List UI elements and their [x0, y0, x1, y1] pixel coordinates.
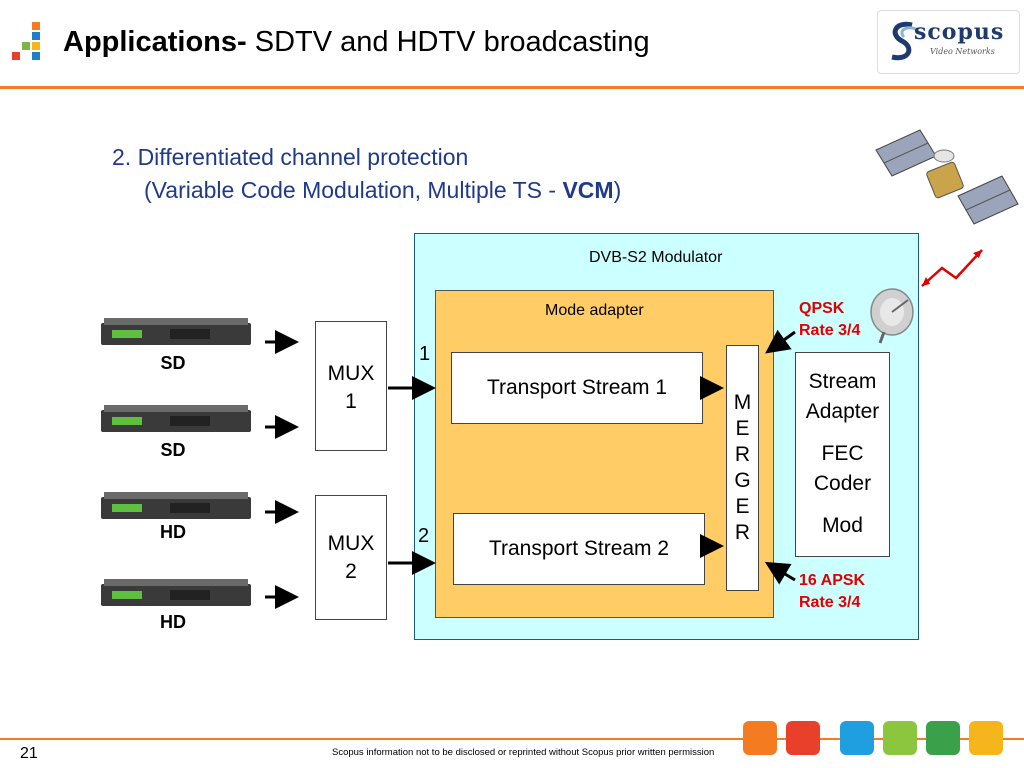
subtitle-line1: 2. Differentiated channel protection [112, 144, 469, 170]
satellite-icon [875, 129, 1019, 225]
encoder-label-hd-1: HD [160, 522, 186, 542]
qpsk-label: QPSK Rate 3/4 [799, 298, 860, 342]
arrow-qpsk-merger [765, 329, 796, 354]
subtitle-line2: (Variable Code Modulation, Multiple TS -… [144, 177, 621, 204]
footer-divider [0, 738, 1024, 740]
mux1-line1: MUX [327, 362, 375, 385]
title-rest: SDTV and HDTV broadcasting [246, 26, 650, 58]
brand-s-icon [891, 21, 917, 61]
mux2-line2: 2 [345, 560, 357, 583]
fec-line2: Coder [813, 472, 872, 495]
input-number-1: 1 [419, 343, 431, 365]
merger-letter: G [734, 469, 751, 492]
merger-letter: E [735, 495, 750, 518]
merger-box: M E R G E R [726, 345, 759, 591]
apsk-label: 16 APSK Rate 3/4 [799, 570, 865, 614]
page-title: Applications- SDTV and HDTV broadcasting [63, 26, 650, 59]
ts1-label: Transport Stream 1 [486, 376, 668, 399]
subtitle-line2-prefix: (Variable Code Modulation, Multiple TS - [144, 177, 563, 203]
mux-2-box: MUX 2 [315, 495, 387, 620]
mux-1-box: MUX 1 [315, 321, 387, 451]
arrow-apsk-merger [764, 561, 796, 585]
apsk-line1: 16 APSK [799, 572, 866, 589]
mux2-line1: MUX [327, 532, 375, 555]
footer-notice: Scopus information not to be disclosed o… [332, 747, 715, 758]
qpsk-line2: Rate 3/4 [799, 322, 861, 339]
fec-line1: FEC [821, 442, 864, 465]
mux1-line2: 1 [345, 390, 357, 413]
encoder-device-icon [101, 318, 251, 345]
mode-adapter-label: Mode adapter [545, 302, 644, 319]
stream-adapter-line1: Stream [808, 370, 877, 393]
brand-logo: scopus Video Networks [877, 10, 1020, 74]
footer-tile-antenna-icon [883, 721, 917, 755]
header-divider [0, 86, 1024, 89]
encoder-label-hd-2: HD [160, 612, 186, 632]
subtitle-vcm: VCM [562, 177, 614, 203]
merger-letter: M [733, 391, 752, 414]
stream-adapter-line2: Adapter [805, 400, 880, 423]
qpsk-line1: QPSK [799, 300, 845, 317]
brand-name: scopus [914, 19, 1005, 45]
merger-letter: R [734, 521, 751, 544]
transport-stream-2: Transport Stream 2 [453, 513, 705, 585]
subtitle-line2-suffix: ) [613, 177, 622, 203]
encoder-label-sd-1: SD [160, 353, 186, 373]
footer-tile-satellite-icon [743, 721, 777, 755]
footer-tile-phone-icon [926, 721, 960, 755]
encoder-label-sd-2: SD [160, 440, 186, 460]
footer-tile-cloud-icon [840, 721, 874, 755]
encoder-device-icon [101, 579, 251, 606]
page-number: 21 [20, 745, 38, 762]
title-bold: Applications- [63, 26, 247, 58]
ts2-label: Transport Stream 2 [488, 537, 670, 560]
stream-adapter-box: Stream Adapter FEC Coder Mod [795, 352, 890, 557]
modulator-label: DVB-S2 Modulator [589, 249, 723, 266]
merger-letter: E [735, 417, 750, 440]
footer-tile-cable-icon [786, 721, 820, 755]
signal-bolt-icon [921, 249, 983, 287]
dish-icon [870, 288, 914, 344]
merger-letter: R [734, 443, 751, 466]
brand-subtitle: Video Networks [930, 47, 995, 56]
footer-tile-at-icon [969, 721, 1003, 755]
logo-squares-icon [12, 22, 46, 64]
mod-label: Mod [822, 514, 863, 537]
input-number-2: 2 [418, 525, 430, 547]
transport-stream-1: Transport Stream 1 [451, 352, 703, 424]
encoder-device-icon [101, 405, 251, 432]
apsk-line2: Rate 3/4 [799, 594, 861, 611]
encoder-device-icon [101, 492, 251, 519]
